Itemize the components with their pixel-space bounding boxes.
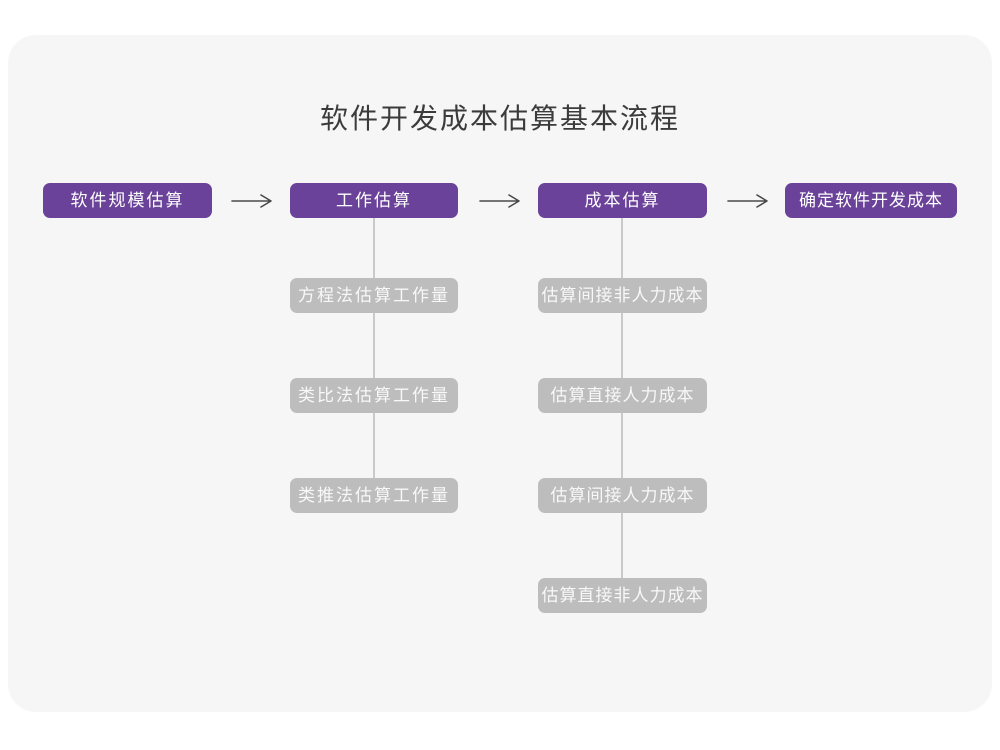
flow-arrow-icon: [479, 194, 520, 208]
substep-node-direct-labor-cost: 估算直接人力成本: [538, 378, 707, 413]
flow-arrow-icon: [231, 194, 272, 208]
substep-node-indirect-nonlabor-cost: 估算间接非人力成本: [538, 278, 707, 313]
stage-node-determine-development-cost: 确定软件开发成本: [785, 183, 957, 218]
substep-node-equation-method: 方程法估算工作量: [290, 278, 458, 313]
diagram-card: 软件开发成本估算基本流程 软件规模估算 工作估算 成本估算 确定软件开发成本 方…: [8, 35, 992, 712]
flow-arrow-icon: [727, 194, 768, 208]
diagram-title: 软件开发成本估算基本流程: [319, 103, 680, 134]
substep-node-analogy-method: 类比法估算工作量: [290, 378, 458, 413]
substep-node-direct-nonlabor-cost: 估算直接非人力成本: [538, 578, 707, 613]
substep-node-extrapolation-method: 类推法估算工作量: [290, 478, 458, 513]
stage-node-cost-estimation: 成本估算: [538, 183, 707, 218]
substep-node-indirect-labor-cost: 估算间接人力成本: [538, 478, 707, 513]
connector-line-work-estimation: [373, 218, 375, 496]
stage-node-work-estimation: 工作估算: [290, 183, 458, 218]
stage-node-software-scale-estimation: 软件规模估算: [43, 183, 212, 218]
